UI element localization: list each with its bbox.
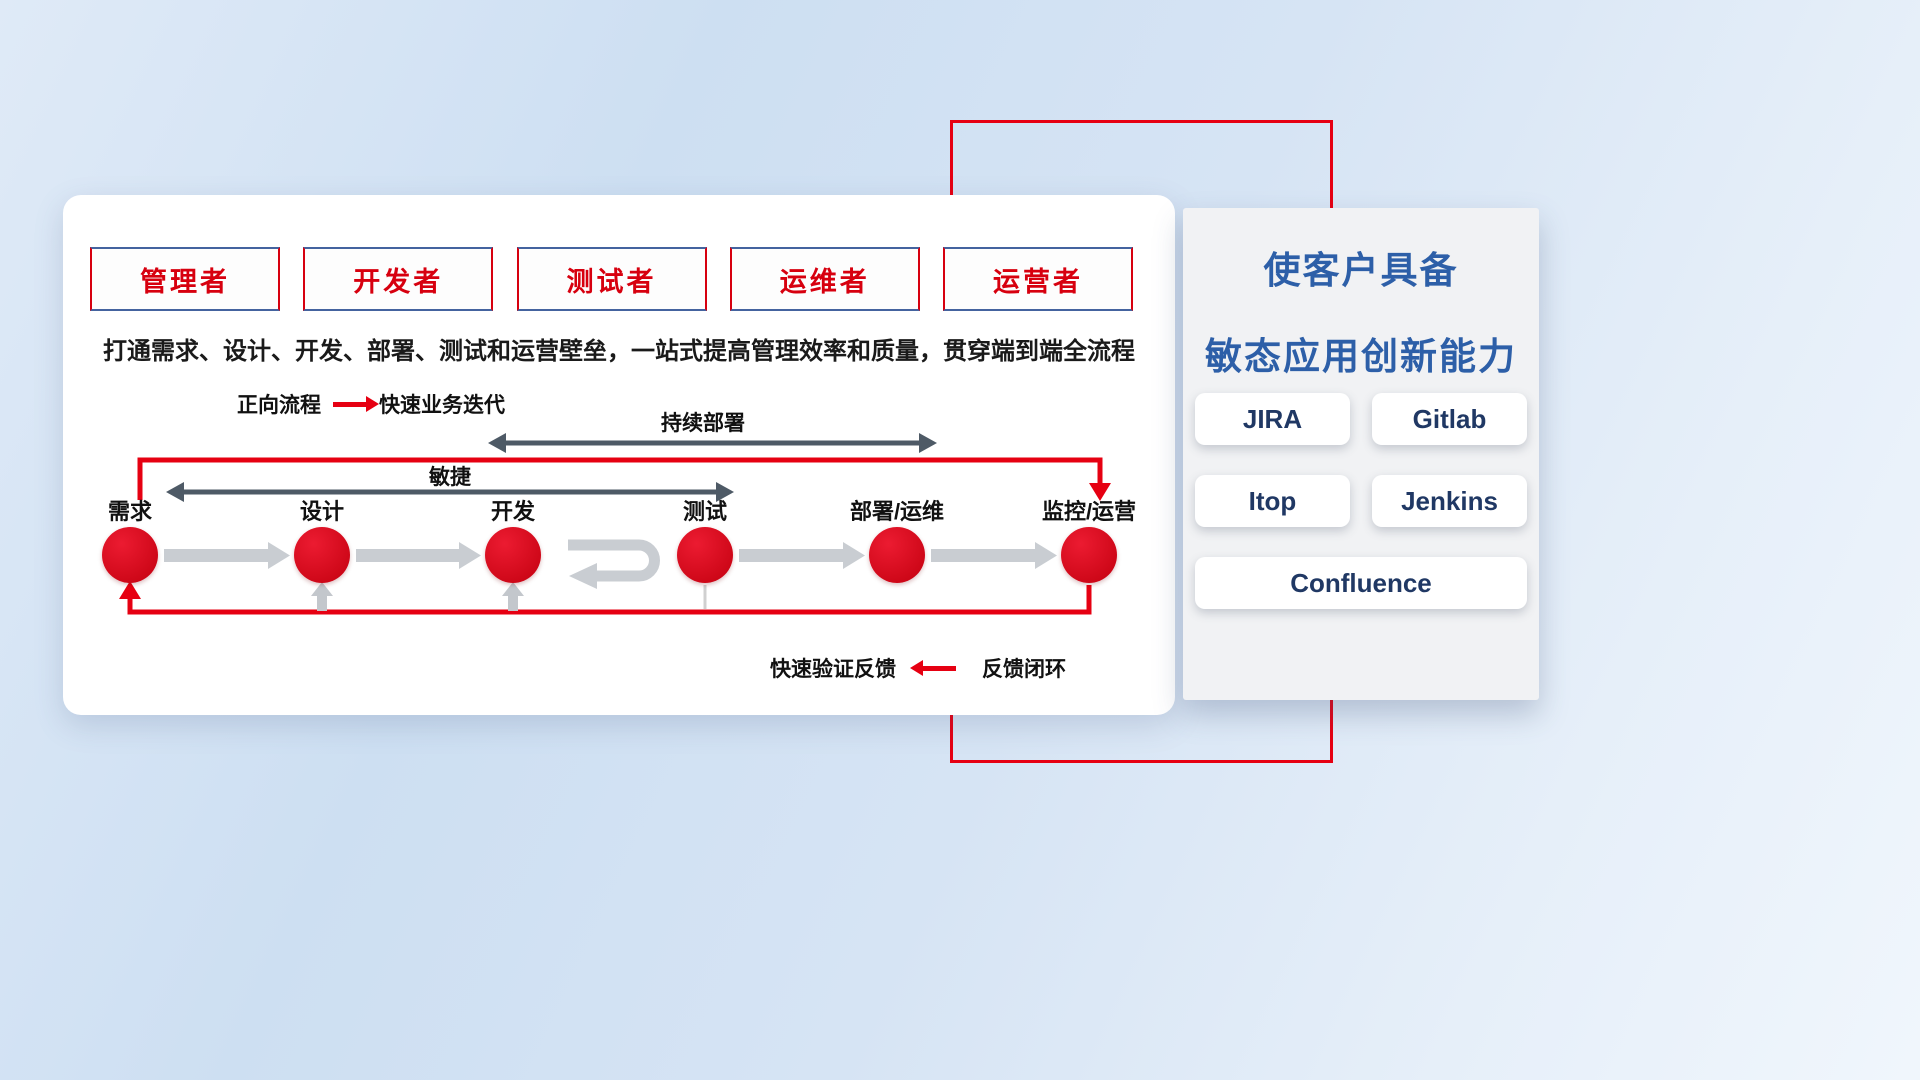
card-subtitle: 打通需求、设计、开发、部署、测试和运营壁垒，一站式提高管理效率和质量，贯穿端到端…	[103, 338, 1135, 365]
stage-node-deploy-ops	[869, 527, 925, 583]
forward-flow-line	[137, 457, 1111, 501]
tools-grid: JIRA Gitlab Itop Jenkins Confluence	[1195, 393, 1527, 609]
role-box-developer: 开发者	[303, 247, 494, 311]
role-box-ops: 运维者	[729, 247, 920, 311]
stage-label-requirements: 需求	[107, 499, 152, 524]
panel-title-line2: 敏态应用创新能力	[1205, 336, 1517, 377]
feedback-up-arrows	[311, 582, 524, 611]
forward-arrow-icon	[333, 395, 379, 412]
agile-label: 敏捷	[429, 466, 471, 489]
stage-label-development: 开发	[490, 499, 535, 524]
continuous-deploy-label: 持续部署	[661, 412, 745, 435]
feedback-legend-label: 快速验证反馈	[770, 658, 896, 681]
tool-chip-jenkins: Jenkins	[1372, 475, 1527, 527]
devops-flow-card: 管理者 开发者 测试者 运维者 运营者 打通需求、设计、开发、部署、测试和运营壁…	[63, 195, 1175, 715]
stage-node-development	[485, 527, 541, 583]
feedback-legend: 快速验证反馈 反馈闭环	[770, 653, 1066, 683]
stage-node-requirements	[102, 527, 158, 583]
tool-chip-gitlab: Gitlab	[1372, 393, 1527, 445]
tools-panel: 使客户具备 敏态应用创新能力 JIRA Gitlab Itop Jenkins …	[1183, 208, 1539, 700]
role-box-manager: 管理者	[90, 247, 280, 311]
iterate-loop-icon	[568, 539, 660, 589]
role-box-operator: 运营者	[943, 247, 1133, 311]
stage-label-deploy-ops: 部署/运维	[849, 499, 945, 524]
forward-flow-legend: 正向流程 快速业务迭代	[237, 389, 505, 419]
panel-title: 使客户具备 敏态应用创新能力	[1183, 240, 1539, 412]
forward-flow-legend-label: 正向流程	[237, 394, 321, 417]
feedback-legend-value: 反馈闭环	[982, 658, 1066, 681]
stage-node-testing	[677, 527, 733, 583]
tool-chip-confluence: Confluence	[1195, 557, 1527, 609]
stage-label-monitor-operations: 监控/运营	[1041, 499, 1137, 524]
roles-row: 管理者 开发者 测试者 运维者 运营者	[90, 247, 1133, 311]
stage-node-design	[294, 527, 350, 583]
tool-chip-jira: JIRA	[1195, 393, 1350, 445]
panel-title-line1: 使客户具备	[1263, 250, 1459, 291]
role-box-tester: 测试者	[516, 247, 707, 311]
tool-chip-itop: Itop	[1195, 475, 1350, 527]
feedback-arrow-icon	[910, 659, 956, 676]
forward-flow-legend-value: 快速业务迭代	[379, 394, 505, 417]
stage-label-testing: 测试	[682, 499, 727, 524]
stage-label-design: 设计	[299, 499, 344, 524]
stage-node-monitor-operations	[1061, 527, 1117, 583]
feedback-loop-line	[119, 581, 1092, 615]
